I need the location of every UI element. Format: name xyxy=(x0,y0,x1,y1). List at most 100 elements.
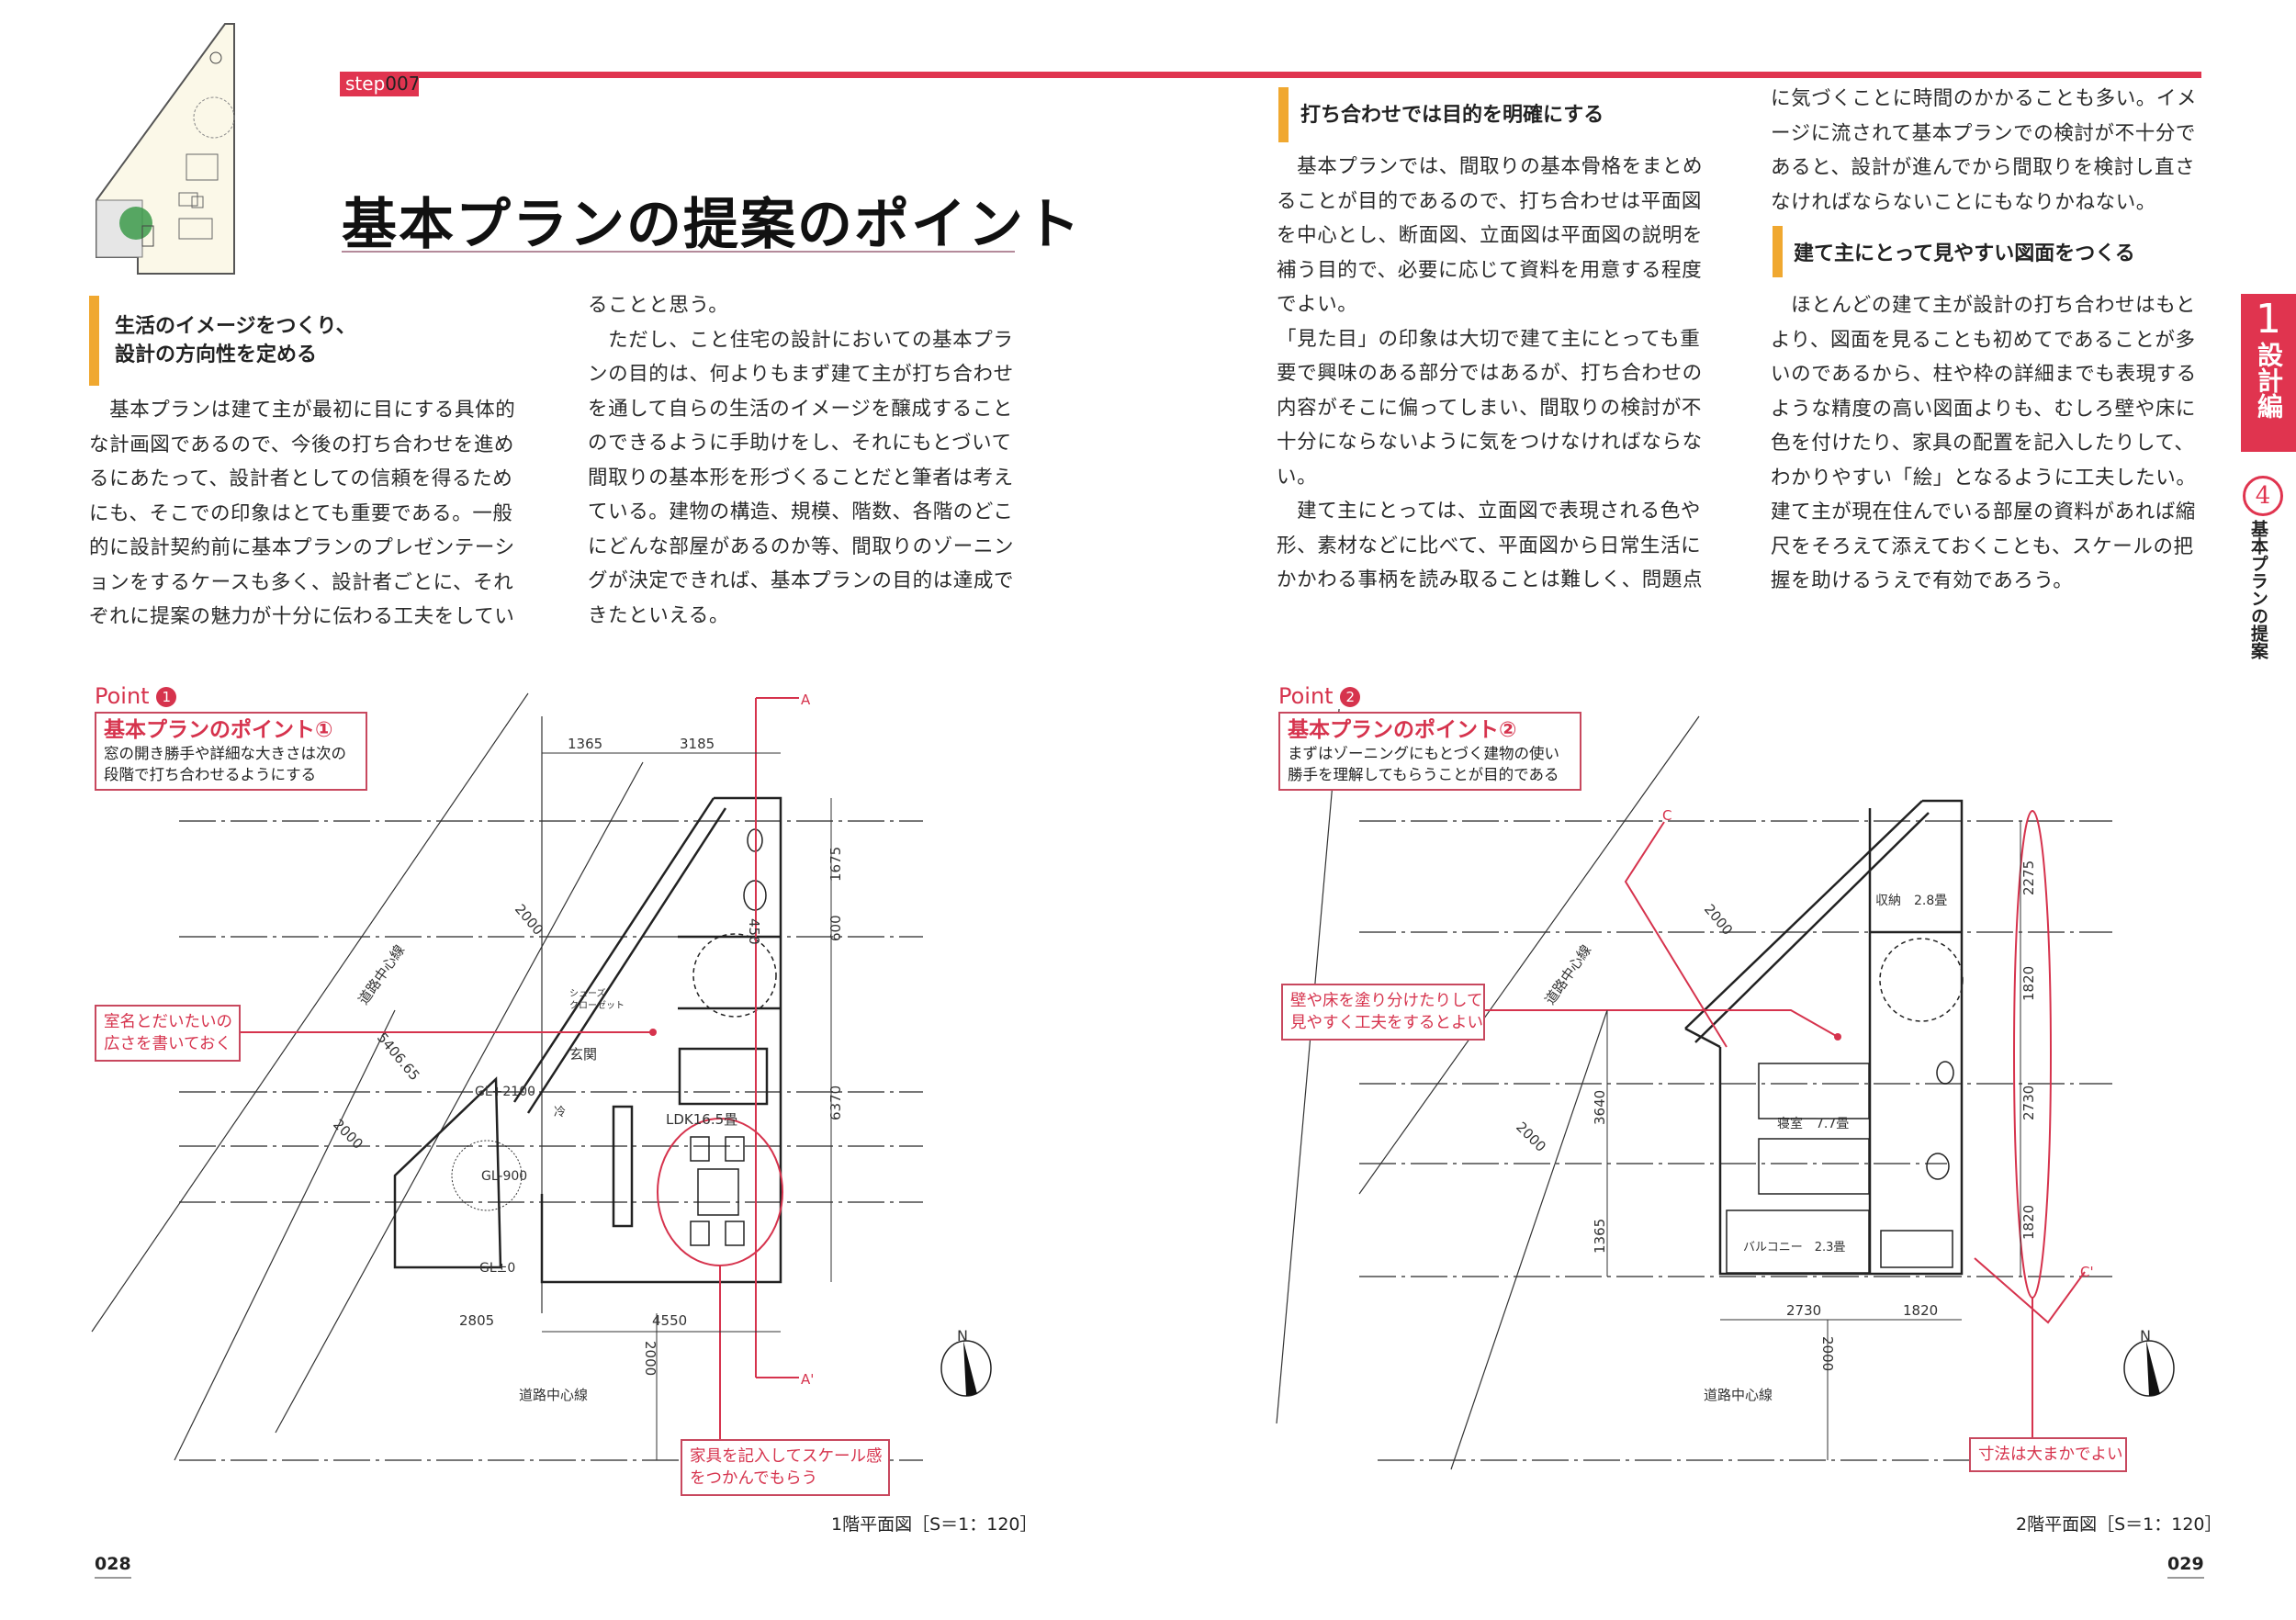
section-mark: C' xyxy=(2080,1264,2094,1280)
text-line: グが決定できれば、基本プランの目的は達成で xyxy=(588,569,1015,592)
text-line: ンの目的は、何よりもまず建て主が打ち合わせ xyxy=(588,363,1014,386)
grid-lines xyxy=(179,820,2112,1461)
callout-dot xyxy=(649,1029,657,1036)
text-line: 要で興味のある部分ではあるが、打ち合わせの xyxy=(1277,362,1703,385)
svg-text:N: N xyxy=(2140,1327,2151,1344)
dim-label: 2000 xyxy=(642,1341,658,1376)
text-line: なければならないことにもなりかねない。 xyxy=(1771,190,2156,214)
dim-label: 2000 xyxy=(1513,1119,1549,1155)
text-line: ただし、こと住宅の設計においての基本プラ xyxy=(588,328,1014,352)
annotation-marks xyxy=(241,697,2086,1439)
text-line: かかわる事柄を読み取ることは難しく、問題点 xyxy=(1277,568,1704,591)
dim-label: 2275 xyxy=(2020,861,2037,895)
chapter-title: 設計編 xyxy=(2254,342,2284,419)
room-label: クローゼット xyxy=(569,1000,625,1011)
text-line: を中心とし、断面図、立面図は平面図の説明を xyxy=(1277,224,1704,247)
text-line: 色を付けたり、家具の配置を記入したりして、 xyxy=(1771,432,2195,455)
text-line: ている。建物の構造、規模、階数、各階のどこ xyxy=(588,501,1014,523)
heading-bar xyxy=(1278,87,1289,142)
text-line: 基本プランは建て主が最初に目にする具体的 xyxy=(89,399,516,422)
text-line: ョンをするケースも多く、設計者ごとに、それ xyxy=(89,570,514,594)
callout-line: 壁や床を塗り分けたりして xyxy=(1290,992,1483,1010)
point-label-text: Point xyxy=(95,683,150,709)
section-heading-2: 打ち合わせでは目的を明確にする xyxy=(1300,104,1604,127)
section-title-vertical: 基本プランの提案 xyxy=(2248,520,2268,659)
dim-label: 2730 xyxy=(1786,1302,1821,1319)
room-label: シューズ xyxy=(569,987,606,999)
figure-caption-1f: 1階平面図［S＝1：120］ xyxy=(831,1514,1038,1535)
level-label: GL±0 xyxy=(479,1261,515,1276)
text-line: のできるように手助けをし、それにもとづいて xyxy=(588,432,1012,455)
text-line: ような精度の高い図面よりも、むしろ壁や床に xyxy=(1771,397,2197,421)
room-label: 収納 2.8畳 xyxy=(1875,894,1947,908)
room-label: 玄関 xyxy=(569,1046,597,1063)
dim-label: 3185 xyxy=(680,736,715,752)
road-center-label: 道路中心線 xyxy=(519,1387,588,1403)
text-line: より、図面を見ることも初めてであることが多 xyxy=(1771,328,2196,352)
text-line: いのであるから、柱や枠の詳細までも表現する xyxy=(1771,363,2197,386)
dim-label: 1675 xyxy=(827,847,844,882)
chapter-number: 1 xyxy=(2256,296,2281,343)
text-line: 握を助けるうえで有効であろう。 xyxy=(1771,569,2074,592)
text-line: な計画図であるので、今後の打ち合わせを進め xyxy=(89,433,515,456)
text-line: 基本プランでは、間取りの基本骨格をまとめ xyxy=(1277,155,1704,178)
dim-label: 1365 xyxy=(568,736,602,752)
point-desc: まずはゾーニングにもとづく建物の使い xyxy=(1288,745,1560,762)
dim-label: 2000 xyxy=(1819,1336,1836,1371)
body-column-1: 基本プランは建て主が最初に目にする具体的な計画図であるので、今後の打ち合わせを進… xyxy=(89,393,515,635)
room-label: バルコニー 2.3畳 xyxy=(1743,1241,1845,1254)
dim-label: 450 xyxy=(746,918,762,945)
body-column-3: 基本プランでは、間取りの基本骨格をまとめることが目的であるので、打ち合わせは平面… xyxy=(1277,150,1703,598)
callout-dimensions: 寸法は大まかでよい xyxy=(1969,1437,2127,1472)
text-line: 的に設計契約前に基本プランのプレゼンテーシ xyxy=(89,536,515,559)
level-label: GL+2100 xyxy=(475,1085,535,1099)
heading-line: 生活のイメージをつくり、 xyxy=(115,315,356,338)
figure-caption-2f: 2階平面図［S＝1：120］ xyxy=(2016,1514,2223,1535)
body-column-2: ることと思う。 ただし、こと住宅の設計においての基本プランの目的は、何よりもまず… xyxy=(588,288,1014,633)
callout-line: をつかんでもらう xyxy=(690,1469,818,1488)
text-line: ぞれに提案の魅力が十分に伝わる工夫をしてい xyxy=(89,605,515,628)
text-line: きたといえる。 xyxy=(588,603,730,627)
dim-label: 1820 xyxy=(2020,1205,2037,1240)
point-box-1: 基本プランのポイント① 窓の開き勝手や詳細な大きさは次の 段階で打ち合わせるよう… xyxy=(95,712,367,791)
text-line: い。 xyxy=(1277,465,1318,489)
point-label-1: Point 1 xyxy=(95,683,181,709)
furniture-highlight-circle xyxy=(657,1118,783,1266)
text-line: ることが目的であるので、打ち合わせは平面図 xyxy=(1277,189,1703,213)
page-number-right: 029 xyxy=(2167,1554,2204,1579)
text-line: 建て主が現在住んでいる部屋の資料があれば縮 xyxy=(1771,501,2197,523)
point-desc: 窓の開き勝手や詳細な大きさは次の xyxy=(104,745,346,762)
plan-2f-walls xyxy=(1684,799,1964,1276)
text-line: 建て主にとっては、立面図で表現される色や xyxy=(1277,500,1701,523)
chapter-tab[interactable]: 1 設計編 xyxy=(2241,294,2296,452)
page-number-left: 028 xyxy=(95,1554,131,1579)
point-title: 基本プランのポイント① xyxy=(104,718,333,742)
room-label: 寝室 7.7畳 xyxy=(1777,1116,1849,1131)
dim-label: 600 xyxy=(827,915,844,941)
level-label: GL-900 xyxy=(481,1169,527,1184)
svg-text:N: N xyxy=(957,1327,968,1344)
text-line: ることと思う。 xyxy=(588,294,729,317)
thumbnail-floor-plan xyxy=(96,23,235,275)
text-line: 間取りの基本形を形づくることだと筆者は考え xyxy=(588,466,1014,489)
text-line: 十分にならないように気をつけなければならな xyxy=(1277,431,1703,454)
text-line: 補う目的で、必要に応じて資料を用意する程度 xyxy=(1277,258,1703,282)
dim-label: 1820 xyxy=(2020,966,2037,1001)
text-line: るにあたって、設計者としての信頼を得るため xyxy=(89,467,513,490)
text-line: あると、設計が進んでから間取りを検討し直さ xyxy=(1771,156,2196,179)
body-column-4: に気づくことに時間のかかることも多い。イメージに流されて基本プランでの検討が不十… xyxy=(1771,82,2197,219)
plan-1f-walls xyxy=(393,796,782,1284)
text-line: に気づくことに時間のかかることも多い。イメ xyxy=(1771,87,2198,110)
text-line: ージに流されて基本プランでの検討が不十分で xyxy=(1771,121,2197,145)
room-label: LDK16.5畳 xyxy=(666,1111,737,1128)
dim-label: 1365 xyxy=(1592,1219,1608,1254)
callout-room-names: 室名とだいたいの広さを書いておく xyxy=(95,1005,241,1062)
point-label-2: Point 2 xyxy=(1278,683,1365,709)
page-title: 基本プランの提案のポイント xyxy=(342,193,1082,257)
text-line: にどんな部屋があるのか等、間取りのゾーニン xyxy=(588,534,1015,558)
road-center-label: 道路中心線 xyxy=(355,942,409,1008)
heading-line: 設計の方向性を定める xyxy=(115,343,318,366)
callout-furniture: 家具を記入してスケール感をつかんでもらう xyxy=(681,1439,890,1496)
text-line: ほとんどの建て主が設計の打ち合わせはもと xyxy=(1771,294,2197,317)
